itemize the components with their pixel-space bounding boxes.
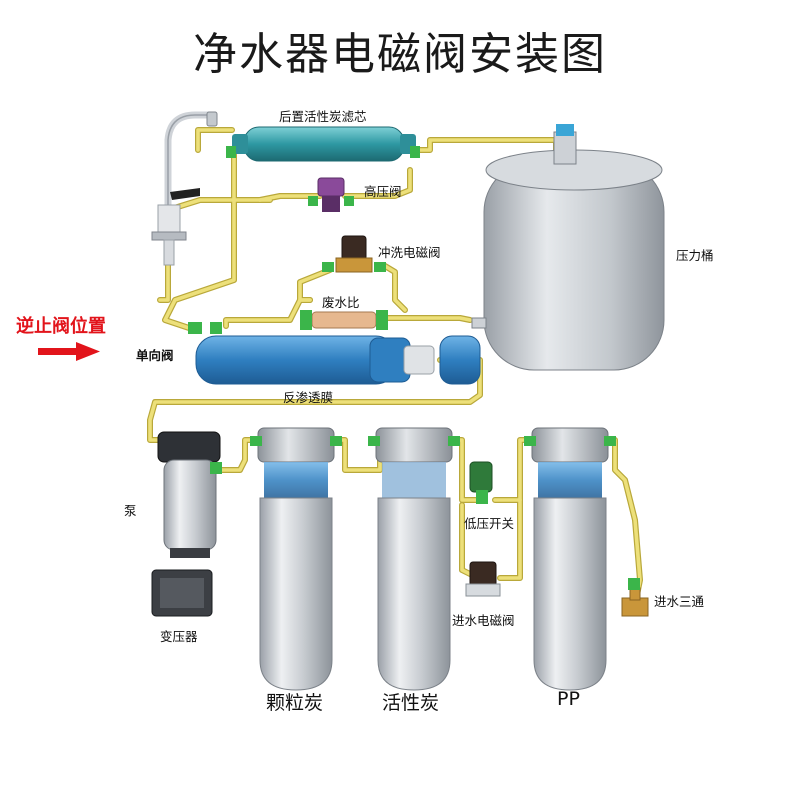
- waste-water-ratio-valve: [300, 310, 388, 330]
- page-title: 净水器电磁阀安装图: [193, 29, 607, 80]
- label-inlet-solenoid-valve: 进水电磁阀: [452, 613, 515, 628]
- filter-housing-activated-carbon: [368, 427, 460, 691]
- label-flush-solenoid-valve: 冲洗电磁阀: [378, 245, 441, 260]
- check-valve: [188, 322, 222, 334]
- label-check-valve: 单向阀: [136, 348, 174, 363]
- low-pressure-switch: [469, 461, 493, 504]
- label-inlet-tee: 进水三通: [654, 594, 705, 609]
- label-ro-membrane: 反渗透膜: [283, 390, 334, 405]
- faucet-icon: [151, 111, 218, 266]
- inlet-solenoid-valve: [465, 561, 501, 597]
- check-valve-location-annotation: 逆止阀位置: [16, 316, 106, 337]
- label-activated-carbon: 活性炭: [382, 692, 440, 714]
- post-carbon-filter: [226, 126, 420, 162]
- flush-solenoid-valve: [322, 235, 386, 273]
- label-pressure-tank: 压力桶: [676, 248, 714, 263]
- label-pump: 泵: [124, 503, 137, 518]
- label-low-pressure-switch: 低压开关: [464, 516, 515, 531]
- pressure-tank: [471, 124, 665, 371]
- arrow-right-icon: [38, 342, 100, 361]
- transformer: [151, 569, 213, 617]
- label-transformer: 变压器: [160, 629, 198, 644]
- label-waste-water-ratio: 废水比: [322, 295, 360, 310]
- filter-housing-pp: [524, 427, 616, 691]
- label-granular-carbon: 颗粒炭: [266, 692, 324, 714]
- filter-housing-granular-carbon: [250, 427, 342, 691]
- label-post-carbon-filter: 后置活性炭滤芯: [279, 109, 367, 124]
- label-pp: PP: [557, 688, 580, 710]
- inlet-tee: [621, 578, 649, 617]
- label-high-pressure-valve: 高压阀: [364, 184, 402, 199]
- ro-membrane: [195, 335, 481, 385]
- high-pressure-valve: [308, 177, 354, 212]
- pump: [157, 431, 222, 558]
